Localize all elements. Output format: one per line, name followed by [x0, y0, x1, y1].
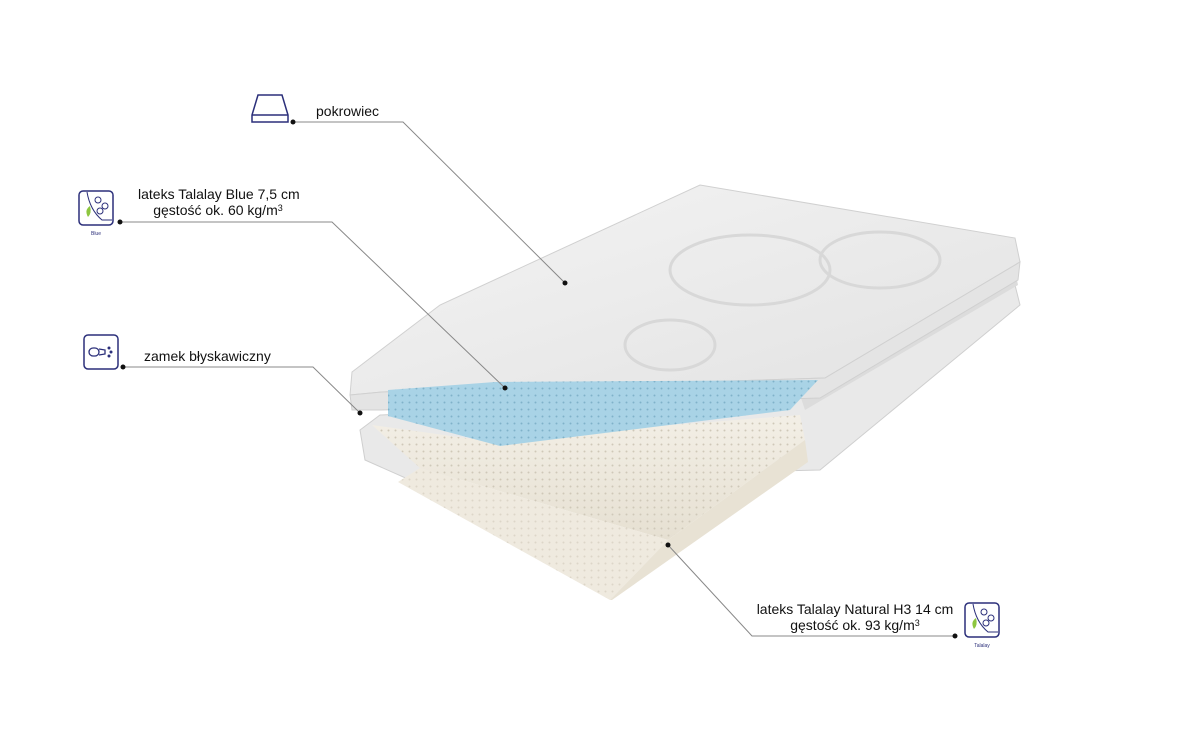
density-text: gęstość ok. 93 kg/m	[790, 617, 915, 633]
natural-latex-label: lateks Talalay Natural H3 14 cm gęstość …	[748, 601, 962, 633]
cover-label: pokrowiec	[316, 103, 380, 119]
leader-dot	[562, 280, 568, 286]
leader-dot	[357, 410, 363, 416]
natural-latex-layer	[372, 415, 808, 600]
latex-blue-icon: Blue	[78, 190, 116, 237]
leader-line-blue-latex	[120, 221, 506, 389]
blue-latex-label: lateks Talalay Blue 7,5 cm gęstość ok. 6…	[138, 186, 300, 218]
leader-dot	[290, 119, 296, 125]
zipper-label: zamek błyskawiczny	[144, 348, 271, 364]
latex-natural-icon: Talalay	[964, 602, 1002, 649]
leader-dot	[952, 633, 958, 639]
natural-latex-name: lateks Talalay Natural H3 14 cm	[756, 601, 954, 617]
blue-latex-name: lateks Talalay Blue 7,5 cm	[138, 186, 300, 202]
latex-natural-icon-caption: Talalay	[974, 643, 990, 649]
leader-line-natural-latex	[667, 544, 955, 637]
density-exponent: 3	[914, 618, 920, 628]
blue-latex-layer	[388, 380, 818, 446]
blue-latex-density: gęstość ok. 60 kg/m3	[138, 202, 298, 218]
density-exponent: 3	[277, 203, 283, 213]
density-text: gęstość ok. 60 kg/m	[153, 202, 278, 218]
zipper-icon	[83, 334, 119, 370]
leader-line-zipper	[123, 366, 361, 414]
natural-latex-density: gęstość ok. 93 kg/m3	[748, 617, 962, 633]
mattress-cover-icon	[251, 94, 289, 123]
leader-dot	[117, 219, 123, 225]
leader-dot	[665, 542, 671, 548]
leader-dot	[502, 385, 508, 391]
leader-line-cover	[293, 121, 566, 284]
latex-blue-icon-caption: Blue	[90, 231, 101, 237]
leader-dot	[120, 364, 126, 370]
